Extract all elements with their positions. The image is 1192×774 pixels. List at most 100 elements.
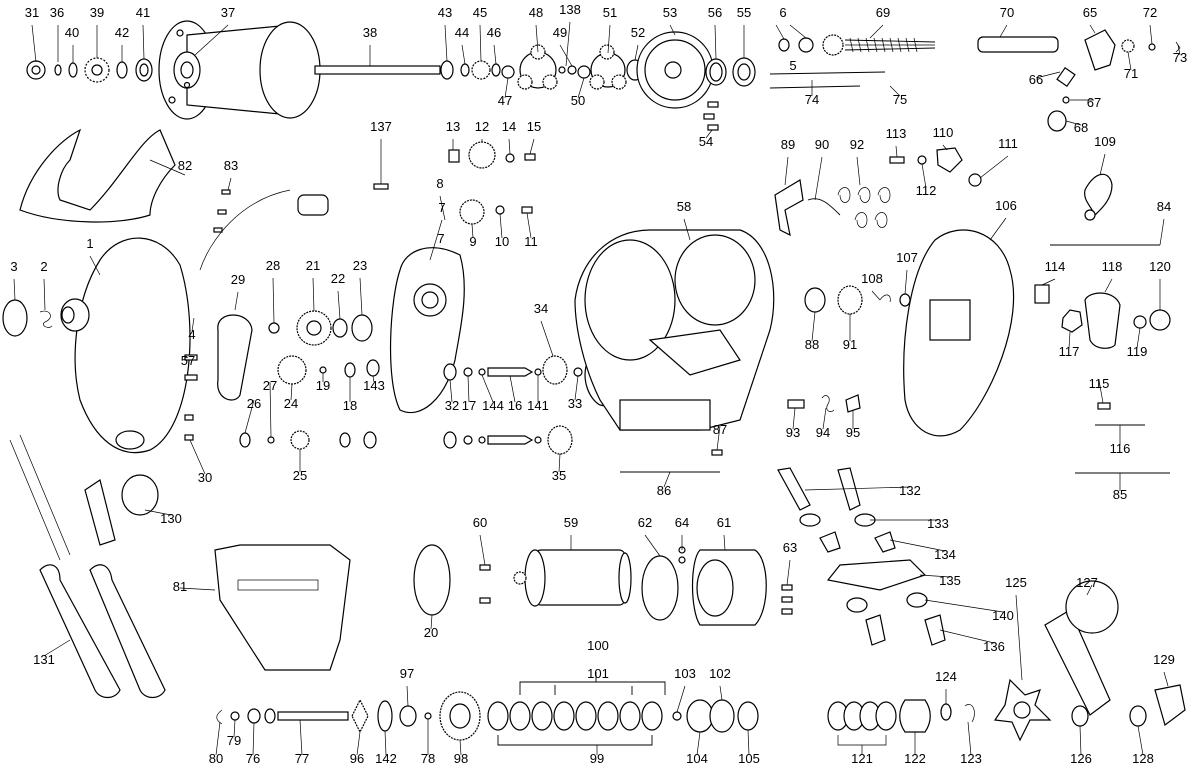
part-label-90: 90 [815, 137, 829, 152]
part-label-135: 135 [939, 573, 961, 588]
part-label-117: 117 [1059, 344, 1080, 359]
part-label-53: 53 [663, 5, 677, 20]
part-label-82: 82 [178, 158, 192, 173]
part-label-122: 122 [904, 751, 926, 766]
part-label-58: 58 [677, 199, 691, 214]
part-label-91: 91 [843, 337, 857, 352]
part-label-134: 134 [934, 547, 956, 562]
part-label-35: 35 [552, 468, 566, 483]
part-label-65: 65 [1083, 5, 1097, 20]
part-label-17: 17 [462, 398, 476, 413]
part-label-44: 44 [455, 25, 469, 40]
part-label-40: 40 [65, 25, 79, 40]
part-label-99: 99 [590, 751, 604, 766]
part-label-1: 1 [86, 236, 93, 251]
part-label-21: 21 [306, 258, 320, 273]
part-label-61: 61 [717, 515, 731, 530]
part-label-100: 100 [587, 638, 609, 653]
part-label-62: 62 [638, 515, 652, 530]
part-label-113: 113 [886, 126, 907, 141]
part-label-64: 64 [675, 515, 689, 530]
part-label-121: 121 [851, 751, 873, 766]
part-label-106: 106 [995, 198, 1017, 213]
part-label-37: 37 [221, 5, 235, 20]
part-label-114: 114 [1045, 259, 1066, 274]
part-label-45: 45 [473, 5, 487, 20]
part-label-18: 18 [343, 398, 357, 413]
top-row-parts [26, 20, 1181, 132]
part-label-4: 4 [188, 327, 195, 342]
part-label-41: 41 [136, 5, 150, 20]
part-label-79: 79 [227, 733, 241, 748]
part-label-19: 19 [316, 378, 330, 393]
part-label-118: 118 [1102, 259, 1123, 274]
part-label-108: 108 [861, 271, 883, 286]
part-label-92: 92 [850, 137, 864, 152]
part-label-26: 26 [247, 396, 261, 411]
part-label-83: 83 [224, 158, 238, 173]
part-label-48: 48 [529, 5, 543, 20]
part-label-101: 101 [587, 666, 609, 681]
part-label-73: 73 [1173, 50, 1187, 65]
part-label-47: 47 [498, 93, 512, 108]
part-label-98: 98 [454, 751, 468, 766]
part-label-84: 84 [1157, 199, 1171, 214]
part-label-130: 130 [160, 511, 182, 526]
part-label-57: 57 [181, 353, 195, 368]
part-label-125: 125 [1005, 575, 1027, 590]
part-label-52: 52 [631, 25, 645, 40]
part-label-72: 72 [1143, 5, 1157, 20]
part-label-49: 49 [553, 25, 567, 40]
part-label-71: 71 [1124, 66, 1138, 81]
part-label-103: 103 [674, 666, 696, 681]
part-label-142: 142 [375, 751, 397, 766]
part-label-74: 74 [805, 92, 819, 107]
part-label-39: 39 [90, 5, 104, 20]
part-label-33: 33 [568, 396, 582, 411]
part-label-93: 93 [786, 425, 800, 440]
part-label-8: 8 [436, 176, 443, 191]
part-label-116: 116 [1110, 441, 1131, 456]
part-label-104: 104 [686, 751, 708, 766]
part-label-95: 95 [846, 425, 860, 440]
part-label-70: 70 [1000, 5, 1014, 20]
part-label-110: 110 [933, 125, 954, 140]
part-label-112: 112 [916, 183, 937, 198]
part-label-88: 88 [805, 337, 819, 352]
part-label-32: 32 [445, 398, 459, 413]
part-label-96: 96 [350, 751, 364, 766]
part-label-6: 6 [779, 5, 786, 20]
part-label-129: 129 [1153, 652, 1175, 667]
part-label-63: 63 [783, 540, 797, 555]
part-label-23: 23 [353, 258, 367, 273]
part-label-28: 28 [266, 258, 280, 273]
part-label-3: 3 [10, 259, 17, 274]
part-label-25: 25 [293, 468, 307, 483]
part-label-102: 102 [709, 666, 731, 681]
part-label-31: 31 [25, 5, 39, 20]
part-label-136: 136 [983, 639, 1005, 654]
part-label-131: 131 [33, 652, 55, 667]
part-label-144: 144 [482, 398, 504, 413]
part-label-80: 80 [209, 751, 223, 766]
part-label-50: 50 [571, 93, 585, 108]
part-label-14: 14 [502, 119, 516, 134]
part-label-132: 132 [899, 483, 921, 498]
part-label-119: 119 [1127, 344, 1148, 359]
part-label-68: 68 [1074, 120, 1088, 135]
part-label-120: 120 [1149, 259, 1171, 274]
part-label-87: 87 [713, 422, 727, 437]
part-label-138: 138 [559, 2, 581, 17]
part-label-34: 34 [534, 301, 548, 316]
part-label-5: 5 [789, 58, 796, 73]
part-label-43: 43 [438, 5, 452, 20]
part-label-22: 22 [331, 271, 345, 286]
part-label-140: 140 [992, 608, 1014, 623]
part-label-137: 137 [370, 119, 392, 134]
part-label-109: 109 [1094, 134, 1116, 149]
part-label-24: 24 [284, 396, 298, 411]
part-label-127: 127 [1076, 575, 1098, 590]
part-label-42: 42 [115, 25, 129, 40]
part-label-78: 78 [421, 751, 435, 766]
